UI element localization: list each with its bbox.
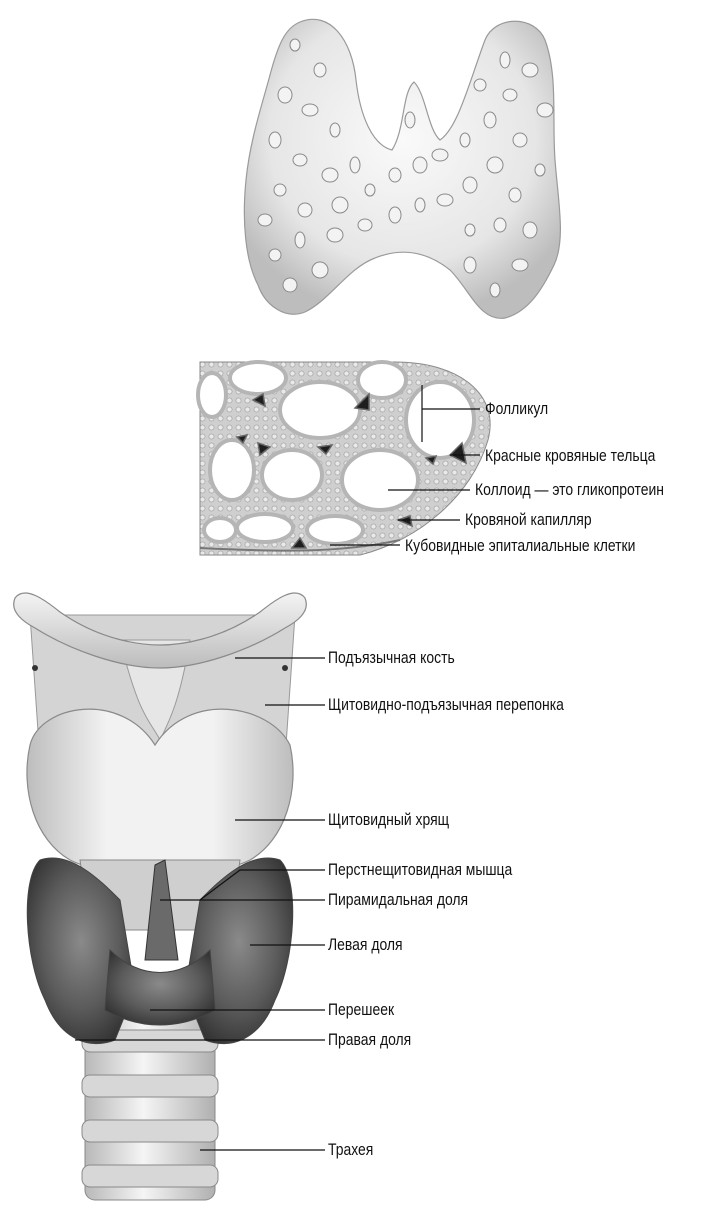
- follicle-dot: [523, 222, 537, 238]
- follicle-dot: [405, 112, 415, 128]
- follicle-dot: [258, 214, 272, 226]
- follicle-dot: [290, 39, 300, 51]
- follicle-dot: [298, 203, 312, 217]
- follicle-dot: [327, 228, 343, 242]
- follicle-dot: [465, 224, 475, 236]
- label-right-lobe: Правая доля: [328, 1030, 411, 1050]
- follicle-dot: [322, 168, 338, 182]
- histology-section: [198, 362, 490, 555]
- follicle-dot: [330, 123, 340, 137]
- follicle-dot: [460, 133, 470, 147]
- follicle-dot: [474, 79, 486, 91]
- follicle-dot: [365, 184, 375, 196]
- follicle-dot: [389, 207, 401, 223]
- follicle-dot: [283, 278, 297, 292]
- follicle-dot: [484, 112, 496, 128]
- label-hyoid-bone: Подъязычная кость: [328, 648, 455, 668]
- follicle-dot: [314, 63, 326, 77]
- follicle-dot: [415, 198, 425, 212]
- follicle-dot: [389, 168, 401, 182]
- follicle-dot: [278, 87, 292, 103]
- follicle-dot: [432, 149, 448, 161]
- label-isthmus: Перешеек: [328, 1000, 394, 1020]
- follicle-dot: [513, 133, 527, 147]
- follicle-dot: [537, 103, 553, 117]
- follicle-dot: [413, 157, 427, 173]
- label-red-blood-cells: Красные кровяные тельца: [485, 446, 655, 466]
- label-left-lobe: Левая доля: [328, 935, 403, 955]
- follicle-dot: [293, 154, 307, 166]
- follicle-dot: [535, 164, 545, 176]
- follicle-dot: [332, 197, 348, 213]
- thyroid-gland-overview: [244, 19, 560, 318]
- follicle-dot: [350, 157, 360, 173]
- follicle-dot: [463, 177, 477, 193]
- follicle-dot: [269, 132, 281, 148]
- label-blood-capillary: Кровяной капилляр: [465, 510, 592, 530]
- follicle-dot: [302, 104, 318, 116]
- label-thyrohyoid-membrane: Щитовидно-подъязычная перепонка: [328, 695, 564, 715]
- follicle-dot: [437, 194, 453, 206]
- follicle-dot: [274, 184, 286, 196]
- follicle-dot: [509, 188, 521, 202]
- follicle-dot: [269, 249, 281, 261]
- follicle-dot: [494, 218, 506, 232]
- follicle-dot: [503, 89, 517, 101]
- follicle-dot: [500, 52, 510, 68]
- follicle-dot: [312, 262, 328, 278]
- label-pyramidal-lobe: Пирамидальная доля: [328, 890, 468, 910]
- follicle-dot: [464, 257, 476, 273]
- label-cuboidal-cells: Кубовидные эпиталиальные клетки: [405, 536, 635, 556]
- label-colloid: Коллоид — это гликопротеин: [475, 480, 664, 500]
- follicle-dot: [358, 219, 372, 231]
- label-thyroid-cartilage: Щитовидный хрящ: [328, 810, 449, 830]
- label-trachea: Трахея: [328, 1140, 373, 1160]
- follicle-dot: [295, 232, 305, 248]
- follicle-dot: [512, 259, 528, 271]
- follicle-dot: [522, 63, 538, 77]
- label-follicle: Фолликул: [485, 399, 548, 419]
- follicle-dot: [487, 157, 503, 173]
- label-cricothyroid-muscle: Перстнещитовидная мышца: [328, 860, 512, 880]
- larynx-anatomy: [14, 593, 307, 1200]
- follicle-dot: [490, 283, 500, 297]
